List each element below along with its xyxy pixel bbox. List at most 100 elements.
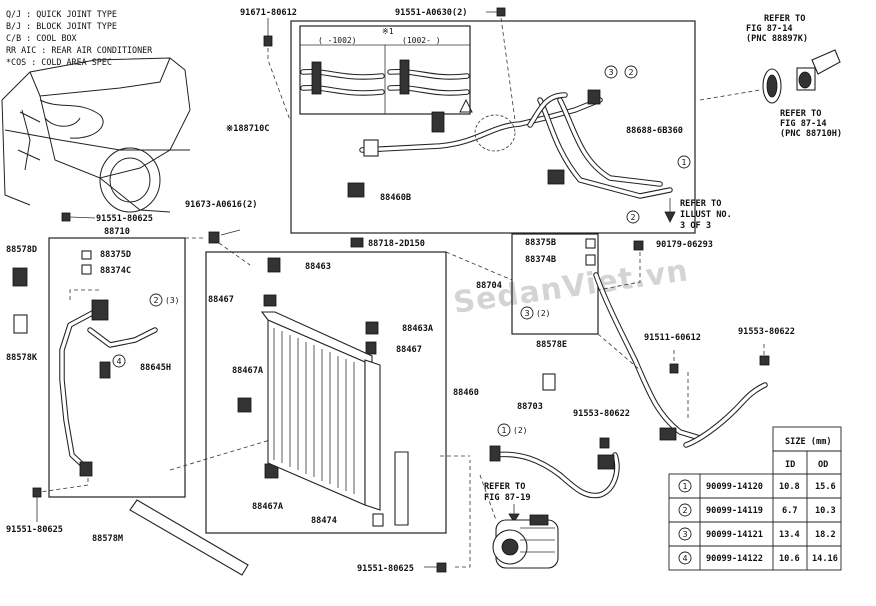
part-label: 88467A xyxy=(252,502,284,512)
callout-circle xyxy=(497,423,511,437)
table-cell-id: 10.8 xyxy=(779,482,800,492)
callout-number: 4 xyxy=(116,357,121,366)
part-label: 88710 xyxy=(104,227,130,237)
table-cell-no: 3 xyxy=(682,530,687,539)
bolt-91673 xyxy=(208,229,241,244)
hose-assembly-box xyxy=(290,20,696,234)
inset-col-right: (1002- ) xyxy=(402,36,441,45)
part-label: 88718-2D150 xyxy=(368,239,425,249)
part-label: 88460 xyxy=(453,388,479,398)
callout-number: 3 xyxy=(608,68,613,77)
table-cell-part: 90099-14122 xyxy=(706,554,763,564)
callout-circle xyxy=(624,65,638,79)
table-cell-id: 13.4 xyxy=(779,530,800,540)
bracket-88463a xyxy=(365,321,379,335)
vehicle-sketch xyxy=(1,57,191,213)
part-label: 88463 xyxy=(305,262,331,272)
part-label: 88467 xyxy=(396,345,422,355)
expansion-valve-fitting xyxy=(796,49,841,91)
table-cell-id: 10.6 xyxy=(779,554,800,564)
compressor xyxy=(492,514,559,569)
callout-circle xyxy=(677,155,691,169)
callout-circle xyxy=(149,293,163,307)
part-label: 88578M xyxy=(92,534,123,544)
table-cell-no: 2 xyxy=(682,506,687,515)
part-label: 88460B xyxy=(380,193,411,203)
discharge-hose-88704 xyxy=(593,272,768,448)
cushion-88467-b xyxy=(365,341,377,355)
callout-circle xyxy=(604,65,618,79)
refer-label: ILLUST NO. xyxy=(680,210,732,220)
part-label: 88578E xyxy=(536,340,567,350)
callout-circle xyxy=(520,306,534,320)
qty-label: (3) xyxy=(165,296,179,305)
seal-strip-88578m xyxy=(129,499,249,576)
table-cell-od: 15.6 xyxy=(815,482,836,492)
tube-88710-box xyxy=(48,237,186,498)
table-cell-od: 10.3 xyxy=(815,506,836,516)
refer-label: REFER TO xyxy=(764,14,805,24)
part-label: 91553-80622 xyxy=(738,327,795,337)
condenser-core xyxy=(260,311,409,526)
part-label: 88578D xyxy=(6,245,37,255)
callout-circle xyxy=(112,354,126,368)
part-label: 91673-A0616(2) xyxy=(185,200,257,210)
bolt-91551-80625-bot xyxy=(32,487,42,522)
callout-number: 2 xyxy=(153,296,158,305)
part-label: 88474 xyxy=(311,516,337,526)
part-label: 88375D xyxy=(100,250,131,260)
table-cell-no: 1 xyxy=(682,482,687,491)
callout-number: 2 xyxy=(628,68,633,77)
legend-line: RR AIC : REAR AIR CONDITIONER xyxy=(6,45,153,55)
table-cell-part: 90099-14121 xyxy=(706,530,763,540)
part-label: 88374B xyxy=(525,255,556,265)
cushion-88578e xyxy=(542,373,556,391)
refer-label: (PNC 88710H) xyxy=(780,129,842,139)
table-header-od: OD xyxy=(818,460,828,470)
refer-label: REFER TO xyxy=(680,199,721,209)
legend-line: *COS : COLD AREA SPEC xyxy=(6,57,112,67)
bracket-88467a-top xyxy=(237,397,252,413)
part-label: 88703 xyxy=(517,402,543,412)
part-label: 88463A xyxy=(402,324,434,334)
part-label: 91551-80625 xyxy=(96,214,153,224)
table-header-id: ID xyxy=(785,460,795,470)
bolt-91551-a0630 xyxy=(486,7,506,17)
bolt-90179 xyxy=(633,240,644,251)
part-label: 88688-6B360 xyxy=(626,126,683,136)
refer-label: FIG 87-14 xyxy=(780,119,827,129)
condenser-box xyxy=(205,251,447,534)
table-cell-id: 6.7 xyxy=(782,506,798,516)
part-label: ※188710C xyxy=(226,124,269,134)
legend-block: Q/J : QUICK JOINT TYPE B/J : BLOCK JOINT… xyxy=(6,9,153,67)
inset-hose-right xyxy=(387,59,470,96)
bolt-91553-b xyxy=(599,437,610,449)
callout-number: 2 xyxy=(630,213,635,222)
bolt-91671 xyxy=(263,18,273,47)
callout-circle xyxy=(626,210,640,224)
refer-label: FIG 87-14 xyxy=(746,24,793,34)
part-label: 88374C xyxy=(100,266,131,276)
table-cell-part: 90099-14120 xyxy=(706,482,763,492)
qty-label: (2) xyxy=(536,309,550,318)
part-label: 88645H xyxy=(140,363,171,373)
refer-label: REFER TO xyxy=(780,109,821,119)
cushion-88578d xyxy=(12,267,28,287)
refer-label: 3 OF 3 xyxy=(680,221,711,231)
part-label: 88578K xyxy=(6,353,38,363)
bolt-91553-a xyxy=(759,355,770,366)
cushion-88578k xyxy=(13,314,28,334)
refer-label: FIG 87-19 xyxy=(484,493,531,503)
table-cell-part: 90099-14119 xyxy=(706,506,763,516)
tube-88710-assembly xyxy=(59,299,158,477)
drier-88474 xyxy=(372,513,384,527)
refer-label: REFER TO xyxy=(484,482,525,492)
table-cell-no: 4 xyxy=(682,554,687,563)
part-label: 88375B xyxy=(525,238,556,248)
part-label: 91671-80612 xyxy=(240,8,297,18)
refer-label: (PNC 88897K) xyxy=(746,34,808,44)
size-table: SIZE (mm) ID OD 1 90099-14120 10.8 15.6 … xyxy=(668,426,842,571)
o-ring-88897k xyxy=(762,68,782,104)
bracket-88460b xyxy=(347,182,365,198)
part-label: 88704 xyxy=(476,281,502,291)
